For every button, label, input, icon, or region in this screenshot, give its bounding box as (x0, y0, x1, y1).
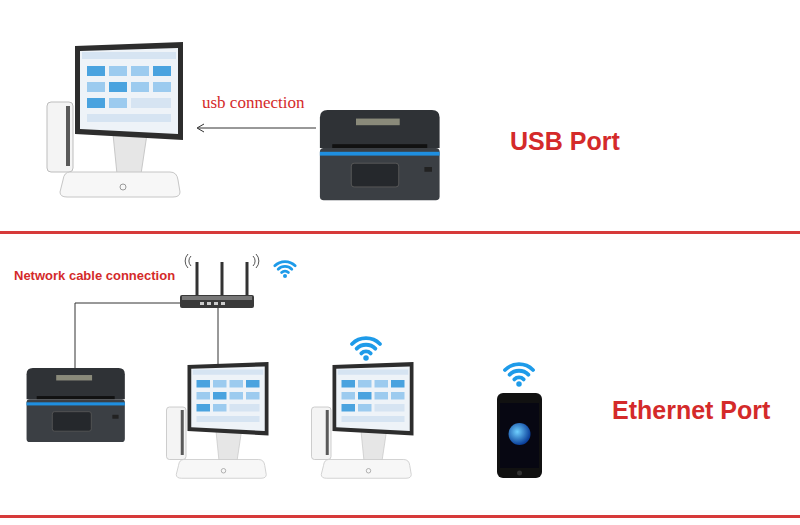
usb-arrow (197, 124, 316, 132)
pos-terminal (167, 362, 269, 478)
receipt-printer (320, 110, 440, 200)
wifi-symbol (352, 338, 380, 361)
wifi-symbol (275, 262, 295, 278)
connection-label: Network cable connection (14, 269, 175, 284)
network-cable (75, 303, 218, 368)
pos-terminal (312, 362, 414, 478)
port-heading: Ethernet Port (612, 396, 770, 425)
separator-line (0, 515, 800, 518)
receipt-printer (27, 368, 125, 442)
router (180, 254, 259, 308)
pos-terminal (47, 42, 183, 197)
wifi-symbol (505, 364, 533, 387)
port-heading: USB Port (510, 127, 620, 156)
separator-line (0, 231, 800, 234)
connection-label: usb connection (202, 93, 304, 113)
smartphone (497, 393, 542, 478)
